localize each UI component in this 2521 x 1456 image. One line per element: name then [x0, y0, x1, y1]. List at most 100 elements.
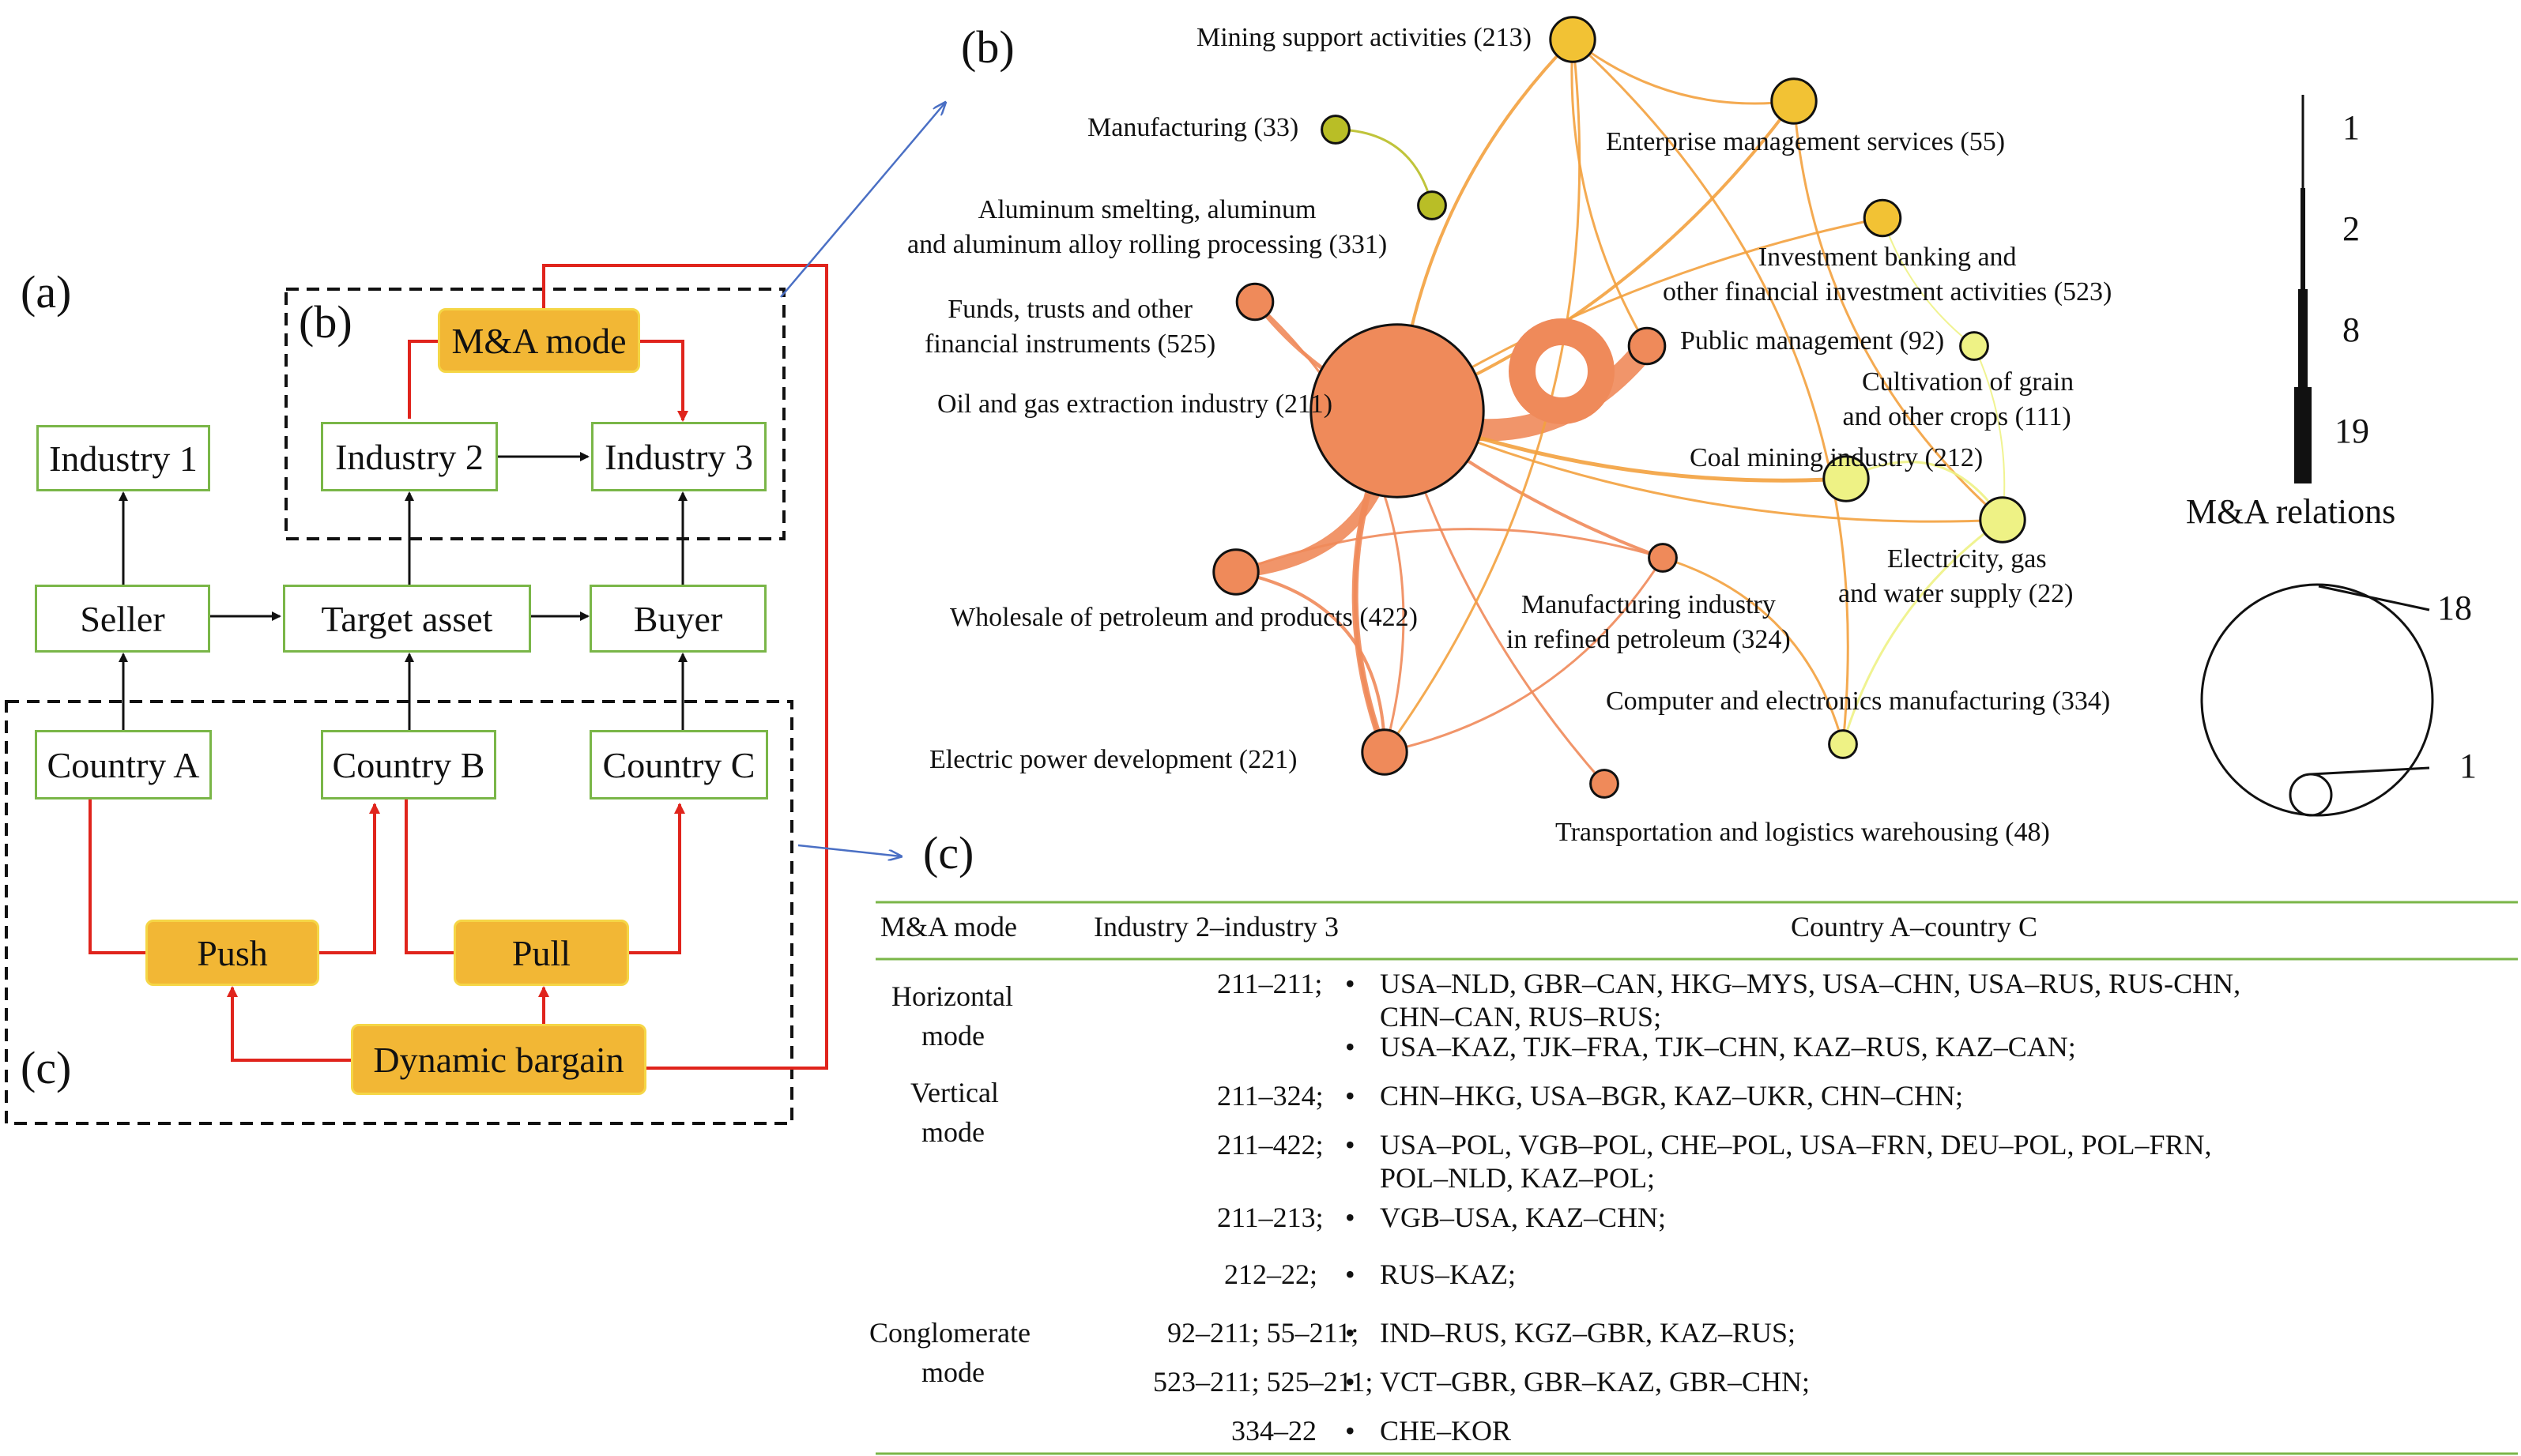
node-label-211: Oil and gas extraction industry (211): [937, 387, 1332, 422]
edge-324-334: [1661, 556, 1845, 746]
node-label-92: Public management (92): [1680, 324, 1944, 359]
table-industry-4: 211–213;: [1217, 1202, 1324, 1233]
node-label-line1: Public management (92): [1680, 326, 1945, 356]
node-422: [1212, 548, 1260, 596]
legend-line-value-2: 2: [2342, 209, 2360, 248]
target-asset-box: Target asset: [283, 585, 531, 653]
panel-b-label: (b): [961, 21, 1015, 73]
node-label-line1: Oil and gas extraction industry (211): [937, 389, 1333, 419]
node-92: [1627, 326, 1667, 366]
table-countries-0-1: CHN–CAN, RUS–RUS;: [1380, 1001, 1662, 1033]
table-industry-8: 334–22: [1231, 1415, 1317, 1447]
table-bullet-4: •: [1345, 1202, 1355, 1233]
table-countries-3-1: POL–NLD, KAZ–POL;: [1380, 1162, 1655, 1194]
node-523: [1863, 198, 1902, 238]
node-label-line2: and other crops (111): [1842, 402, 2071, 431]
node-label-line1: Mining support activities (213): [1196, 23, 1532, 52]
buyer-box: Buyer: [590, 585, 767, 653]
edge-213-92: [1570, 38, 1649, 348]
table-bullet-7: •: [1345, 1366, 1355, 1398]
node-label-line2: in refined petroleum (324): [1506, 625, 1791, 654]
mode-vertical-line2: mode: [921, 1116, 985, 1148]
panel-c-label: (c): [923, 827, 974, 878]
pull-box: Pull: [454, 920, 629, 986]
node-33: [1321, 115, 1351, 145]
node-label-line1: Computer and electronics manufacturing (…: [1606, 687, 2111, 716]
push-box: Push: [145, 920, 319, 986]
node-label-22: Electricity, gas and water supply (22): [1838, 542, 2073, 611]
panel-a-sub-c-label: (c): [21, 1042, 72, 1093]
table-industry-6: 92–211; 55–211;: [1167, 1317, 1359, 1349]
legend-circle-large: [2200, 583, 2434, 817]
node-label-line2: and water supply (22): [1838, 579, 2074, 608]
dynamic-bargain-box: Dynamic bargain: [351, 1024, 646, 1095]
table-header-mode: M&A mode: [880, 911, 1018, 942]
table-bullet-5: •: [1345, 1258, 1355, 1290]
legend-line-value-8: 8: [2342, 310, 2360, 349]
table-rules: [876, 901, 2518, 1455]
node-212: [1822, 455, 1870, 502]
edge-523-111: [1882, 217, 1975, 347]
industry3-box: Industry 3: [591, 422, 767, 491]
node-label-line1: Aluminum smelting, aluminum: [978, 195, 1317, 224]
node-label-213: Mining support activities (213): [1196, 21, 1532, 55]
table-countries-1-0: USA–KAZ, TJK–FRA, TJK–CHN, KAZ–RUS, KAZ–…: [1380, 1031, 2076, 1063]
mode-horizontal-line1: Horizontal: [891, 980, 1013, 1012]
table-countries-4-0: VGB–USA, KAZ–CHN;: [1380, 1202, 1667, 1233]
node-334: [1828, 729, 1858, 759]
node-48: [1589, 769, 1619, 799]
self-loop-92: [1509, 318, 1615, 424]
table-header-industry: Industry 2–industry 3: [1094, 911, 1339, 942]
node-label-48: Transportation and logistics warehousing…: [1555, 815, 2050, 850]
edge-213-334: [1571, 38, 1849, 746]
node-211: [1309, 323, 1485, 499]
node-label-55: Enterprise management services (55): [1606, 125, 2005, 160]
blue-pointer-arrows: [780, 103, 945, 856]
edge-22-334: [1841, 518, 2004, 746]
table-header-country: Country A–country C: [1791, 911, 2037, 942]
flow-arrows: [119, 452, 688, 739]
mode-horizontal-line2: mode: [921, 1020, 985, 1052]
country-b-box: Country B: [321, 730, 496, 799]
node-label-line1: Manufacturing (33): [1087, 113, 1299, 142]
edge-221-324: [1383, 556, 1664, 754]
node-55: [1770, 77, 1818, 125]
node-label-line2: financial instruments (525): [925, 329, 1216, 359]
table-industry-2: 211–324;: [1217, 1080, 1324, 1112]
legend-circle-min-label: 1: [2459, 747, 2477, 785]
node-label-line1: Electric power development (221): [929, 745, 1298, 774]
country-a-box: Country A: [35, 730, 212, 799]
dashed-region-c: [5, 700, 793, 1125]
edge-422-221: [1234, 570, 1386, 754]
node-22: [1979, 496, 2026, 544]
node-label-221: Electric power development (221): [929, 743, 1297, 777]
legend-circle-max-label: 18: [2437, 589, 2472, 627]
ma-mode-box: M&A mode: [438, 308, 640, 373]
table-industry-5: 212–22;: [1224, 1258, 1318, 1290]
node-213: [1549, 16, 1596, 63]
node-label-line1: Manufacturing industry: [1521, 590, 1776, 619]
node-label-422: Wholesale of petroleum and products (422…: [950, 600, 1418, 635]
mode-conglomerate-line1: Conglomerate: [869, 1317, 1031, 1349]
node-324: [1648, 543, 1678, 573]
edge-213-55: [1571, 38, 1796, 105]
edge-422-324: [1234, 528, 1664, 574]
node-label-334: Computer and electronics manufacturing (…: [1606, 684, 2110, 719]
node-label-324: Manufacturing industry in refined petrole…: [1506, 588, 1791, 657]
network-nodes: [1212, 16, 2026, 799]
table-bullet-3: •: [1345, 1129, 1355, 1161]
red-connectors: [89, 264, 828, 1070]
node-label-line1: Wholesale of petroleum and products (422…: [950, 603, 1418, 632]
node-label-line1: Transportation and logistics warehousing…: [1555, 818, 2050, 847]
node-label-line1: Enterprise management services (55): [1606, 127, 2006, 156]
table-bullet-1: •: [1345, 1031, 1355, 1063]
legend-title: M&A relations: [2186, 492, 2396, 531]
node-label-line1: Electricity, gas: [1886, 544, 2047, 574]
table-countries-6-0: IND–RUS, KGZ–GBR, KAZ–RUS;: [1380, 1317, 1796, 1349]
node-525: [1235, 282, 1275, 322]
table-bullet-8: •: [1345, 1415, 1355, 1447]
